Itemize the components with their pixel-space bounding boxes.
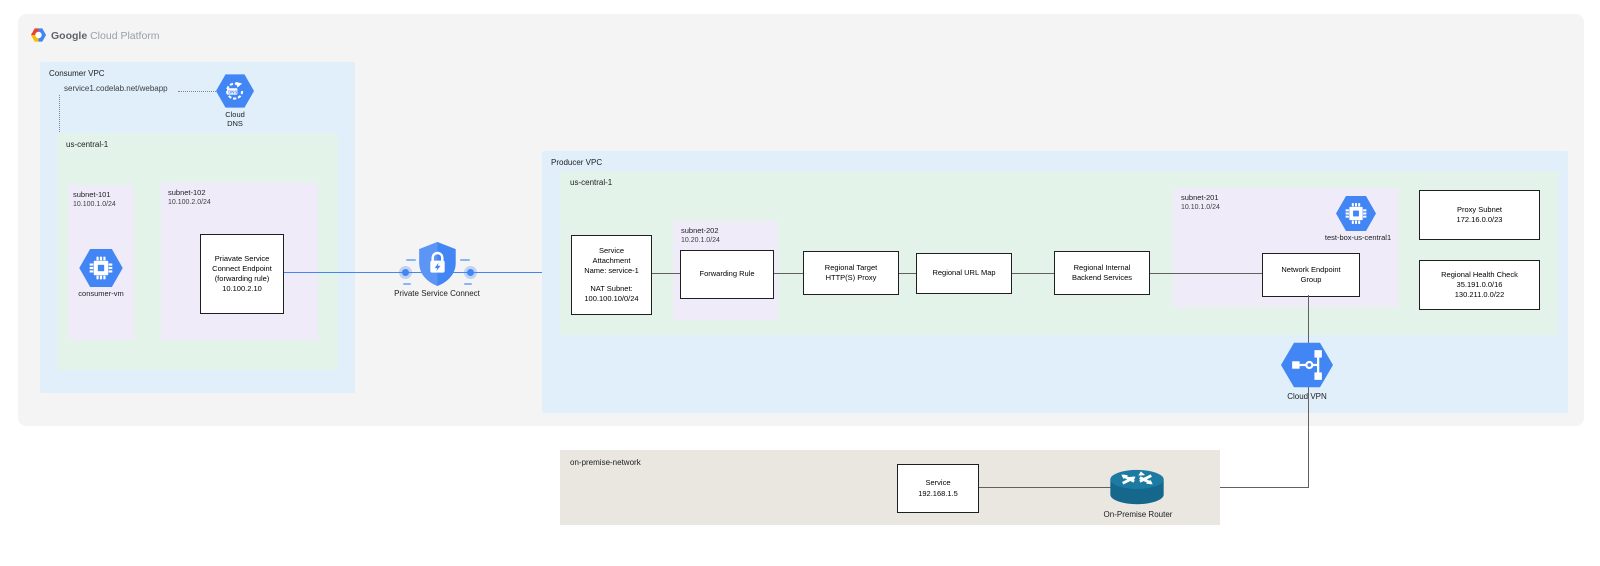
psc-left-dot bbox=[399, 266, 412, 279]
subnet-101-cidr: 10.100.1.0/24 bbox=[73, 201, 116, 208]
psc-label: Private Service Connect bbox=[394, 289, 480, 298]
subnet-102-cidr: 10.100.2.0/24 bbox=[168, 199, 211, 206]
consumer-vm-icon bbox=[79, 249, 123, 287]
psc-endpoint-box: Priavate Service Connect Endpoint (forwa… bbox=[200, 234, 284, 314]
connector-urlmap-backend bbox=[1010, 273, 1054, 274]
producer-vpc-label: Producer VPC bbox=[551, 158, 603, 167]
psc-right-dot bbox=[464, 266, 477, 279]
consumer-region-label: us-central-1 bbox=[66, 140, 109, 149]
on-premise-router-label: On-Premise Router bbox=[1103, 510, 1173, 519]
connector-router-vpn bbox=[1163, 487, 1309, 488]
network-endpoint-group-box: Network Endpoint Group bbox=[1262, 253, 1360, 297]
target-proxy-box: Regional Target HTTP(S) Proxy bbox=[803, 251, 899, 295]
connector-service-router bbox=[977, 487, 1112, 488]
health-check-box: Regional Health Check 35.191.0.0/16 130.… bbox=[1419, 260, 1540, 310]
private-service-connect-icon bbox=[416, 241, 459, 287]
connector-sa-fr bbox=[650, 273, 680, 274]
backend-services-box: Regional Internal Backend Services bbox=[1054, 251, 1150, 295]
cloud-dns-icon: DNS bbox=[216, 74, 254, 108]
connector-backend-neg bbox=[1148, 273, 1262, 274]
brand-cloud-platform: Cloud Platform bbox=[90, 30, 160, 42]
subnet-201-name: subnet-201 bbox=[1181, 193, 1219, 202]
test-box-label: test-box-us-central1 bbox=[1324, 233, 1392, 242]
connector-fr-proxy bbox=[772, 273, 803, 274]
subnet-102-name: subnet-102 bbox=[168, 188, 206, 197]
subnet-101-name: subnet-101 bbox=[73, 190, 111, 199]
subnet-202-cidr: 10.20.1.0/24 bbox=[681, 237, 720, 244]
on-premise-router-icon bbox=[1108, 468, 1166, 508]
service-attachment-box: Service Attachment Name: service-1 NAT S… bbox=[571, 235, 652, 315]
on-premise-label: on-premise-network bbox=[570, 458, 641, 467]
cloud-vpn-icon bbox=[1281, 342, 1333, 388]
producer-region-label: us-central-1 bbox=[570, 178, 613, 187]
psc-dash-right-1 bbox=[460, 259, 470, 261]
on-premise-service-box: Service 192.168.1.5 bbox=[897, 464, 979, 513]
connector-proxy-urlmap bbox=[897, 273, 916, 274]
psc-dash-right-2 bbox=[464, 283, 472, 285]
brand-google: Google bbox=[51, 30, 88, 42]
url-map-box: Regional URL Map bbox=[916, 253, 1012, 294]
subnet-202-name: subnet-202 bbox=[681, 226, 719, 235]
subnet-201-cidr: 10.10.1.0/24 bbox=[1181, 204, 1220, 211]
svg-text:DNS: DNS bbox=[228, 89, 237, 94]
dns-record-text: service1.codelab.net/webapp bbox=[64, 84, 168, 93]
psc-dash-left-2 bbox=[403, 283, 411, 285]
header-title: Google Cloud Platform bbox=[51, 30, 160, 42]
consumer-vpc-label: Consumer VPC bbox=[49, 69, 105, 78]
consumer-vm-label: consumer-vm bbox=[78, 289, 124, 298]
proxy-subnet-box: Proxy Subnet 172.16.0.0/23 bbox=[1419, 190, 1540, 240]
forwarding-rule-box: Forwarding Rule bbox=[680, 250, 774, 299]
connector-dns-dotted bbox=[178, 91, 216, 92]
connector-neg-vpn-vertical bbox=[1308, 295, 1309, 487]
gcp-logo-icon bbox=[30, 27, 47, 43]
cloud-vpn-label: Cloud VPN bbox=[1287, 392, 1327, 401]
psc-dash-left-1 bbox=[406, 259, 416, 261]
test-box-vm-icon bbox=[1336, 196, 1376, 231]
cloud-dns-label: Cloud DNS bbox=[225, 110, 245, 129]
